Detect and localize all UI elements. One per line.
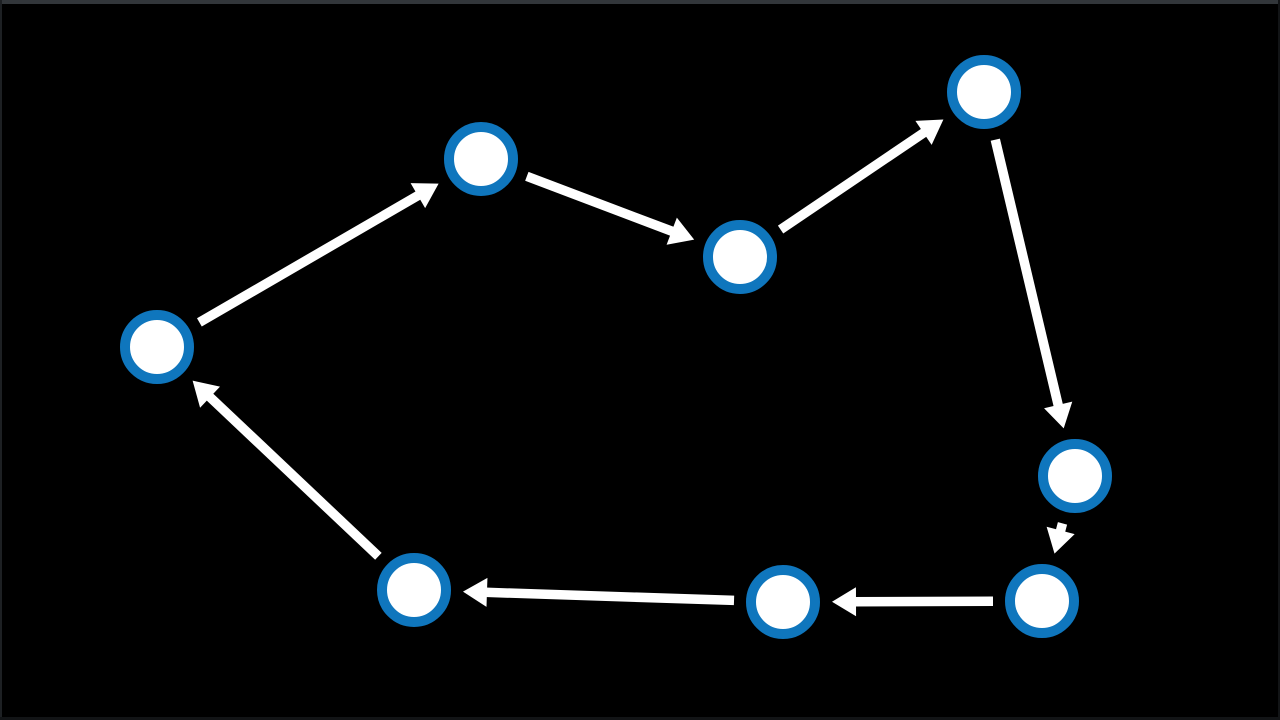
edge-arrowhead [410, 183, 439, 209]
node-upper-left [444, 122, 518, 196]
node-top-right [947, 55, 1021, 129]
edge-arrowhead [1046, 526, 1075, 554]
frame-right-edge [1278, 0, 1280, 720]
edge-shaft [205, 392, 382, 560]
edge-arrowhead [1044, 401, 1073, 429]
edge-shaft [777, 127, 928, 234]
node-right [1038, 439, 1112, 513]
edge-node-bottom-left-to-node-left [192, 380, 382, 560]
edge-node-top-right-to-node-right [990, 138, 1073, 429]
edge-node-bottom-middle-to-node-bottom-left [462, 577, 735, 607]
edge-node-top-middle-to-node-top-right [777, 119, 944, 234]
edge-arrowhead [831, 587, 857, 617]
edge-shaft [196, 190, 422, 327]
node-bottom-left [377, 553, 451, 627]
edge-shaft [853, 596, 994, 607]
edge-node-right-to-node-bottom-right [1046, 522, 1075, 554]
frame-left-edge [0, 0, 2, 720]
edge-node-left-to-node-upper-left [196, 183, 439, 327]
node-left [120, 310, 194, 384]
edge-shaft [990, 138, 1064, 409]
node-top-middle [703, 220, 777, 294]
edge-arrowhead [462, 577, 488, 607]
frame-bottom-edge [0, 717, 1280, 720]
edge-node-bottom-right-to-node-bottom-middle [831, 587, 994, 617]
node-bottom-right [1005, 564, 1079, 638]
edge-shaft [525, 171, 676, 237]
node-bottom-middle [746, 565, 820, 639]
edge-arrowhead [192, 380, 221, 408]
edge-node-upper-left-to-node-top-middle [525, 171, 695, 245]
edge-arrowhead [915, 119, 944, 145]
frame-top-edge [0, 0, 1280, 4]
edge-arrowhead [666, 217, 695, 245]
edge-shaft [484, 587, 735, 606]
